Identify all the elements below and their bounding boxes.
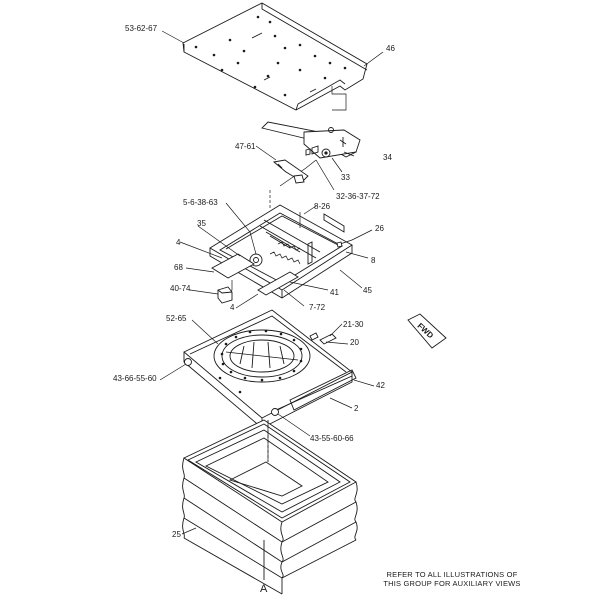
top-mounting-plate	[182, 2, 368, 111]
leader-lines	[159, 30, 384, 535]
fwd-direction-arrow: FWD	[407, 313, 447, 349]
latch-block	[217, 286, 233, 304]
callout-47-61: 47-61	[235, 142, 256, 151]
callout-20: 20	[350, 338, 359, 347]
callout-26: 26	[375, 224, 384, 233]
swivel-rack-teeth	[269, 241, 301, 265]
callout-8-26: 8-26	[314, 202, 331, 211]
turntable	[213, 329, 311, 383]
callout-46: 46	[386, 44, 395, 53]
callout-32-36-37-72: 32-36-37-72	[336, 192, 380, 201]
callout-21-30: 21-30	[343, 320, 364, 329]
callout-33: 33	[341, 173, 350, 182]
swivel-mechanism	[209, 204, 353, 299]
note-line-2: THIS GROUP FOR AUXILIARY VIEWS	[383, 579, 521, 588]
callout-25: 25	[172, 530, 181, 539]
view-a-label: A	[260, 583, 268, 595]
suspension-base	[183, 309, 357, 429]
note-line-1: REFER TO ALL ILLUSTRATIONS OF	[386, 570, 518, 579]
auxiliary-views-note: REFER TO ALL ILLUSTRATIONS OF THIS GROUP…	[372, 570, 532, 588]
callout-41: 41	[330, 288, 339, 297]
callout-68: 68	[174, 263, 183, 272]
callout-52-65: 52-65	[166, 314, 187, 323]
callout-43-66-55-60: 43-66-55-60	[113, 374, 157, 383]
callout-40-74: 40-74	[170, 284, 191, 293]
bolt-26	[336, 239, 353, 248]
callout-4-lower: 4	[230, 303, 235, 312]
callout-43-55-60-66: 43-55-60-66	[310, 434, 354, 443]
callout-4-upper: 4	[176, 238, 181, 247]
slide-bracket	[272, 159, 309, 184]
callout-labels: 53-62-67 46 47-61 34 33 32-36-37-72 5-6-…	[113, 24, 395, 539]
callout-34: 34	[383, 153, 392, 162]
callout-2: 2	[354, 404, 359, 413]
bellows-boot	[182, 419, 358, 595]
callout-5-6-38-63: 5-6-38-63	[183, 198, 218, 207]
callout-7-72: 7-72	[309, 303, 326, 312]
callout-35: 35	[197, 219, 206, 228]
lever-assembly	[261, 121, 361, 187]
assembly-axis-lines	[263, 190, 271, 580]
callout-8: 8	[371, 256, 376, 265]
callout-42: 42	[376, 381, 385, 390]
callout-53-62-67: 53-62-67	[125, 24, 158, 33]
callout-45: 45	[363, 286, 372, 295]
plate-holes	[194, 15, 347, 97]
